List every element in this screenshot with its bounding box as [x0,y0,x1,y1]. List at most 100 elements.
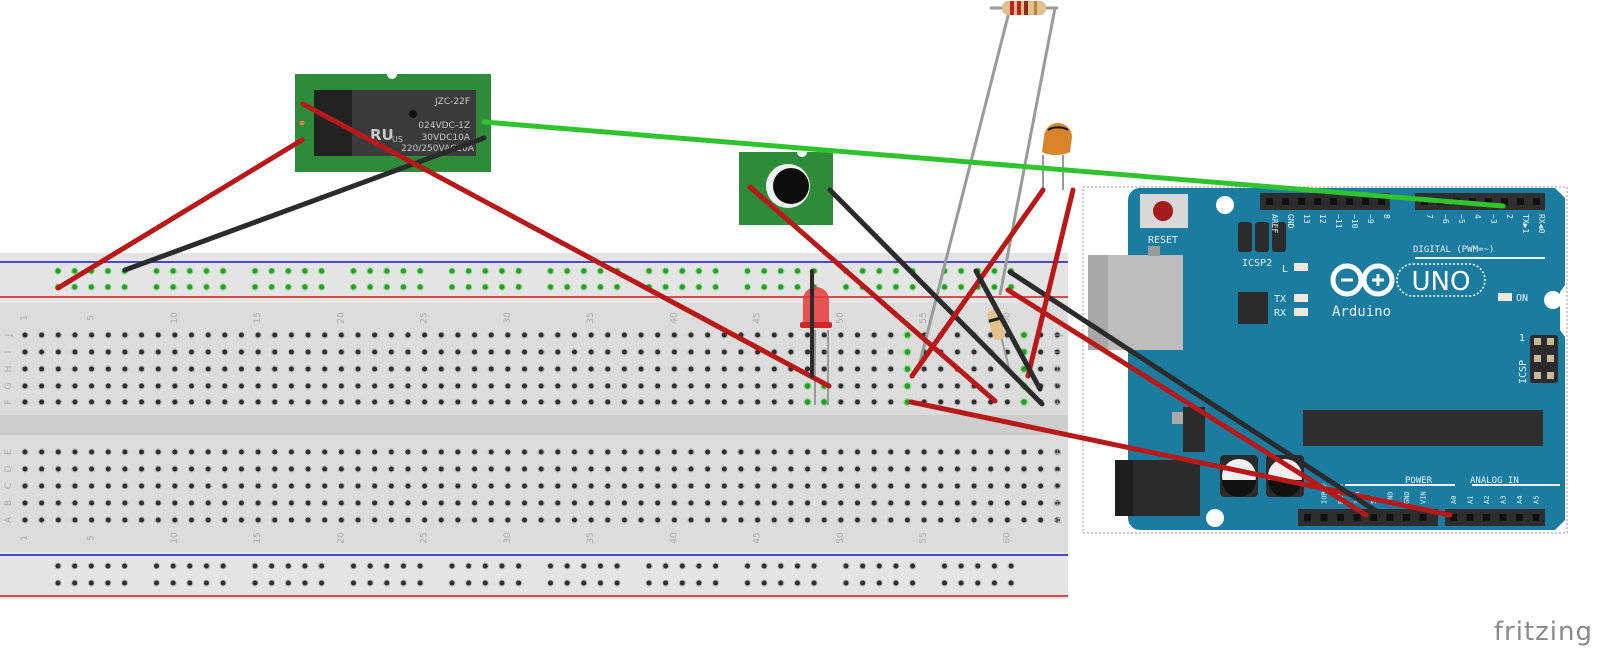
breadboard-hole[interactable] [121,398,129,406]
breadboard-hole[interactable] [953,516,961,524]
breadboard-hole[interactable] [587,448,595,456]
breadboard-hole[interactable] [21,465,29,473]
breadboard-hole[interactable] [903,482,911,490]
wire-relay-to-rail-black[interactable] [122,135,487,273]
breadboard-hole[interactable] [404,482,412,490]
breadboard-hole[interactable] [471,448,479,456]
rail-hole[interactable] [301,283,309,291]
rail-hole[interactable] [662,267,670,275]
breadboard-hole[interactable] [704,365,712,373]
breadboard-hole[interactable] [354,448,362,456]
breadboard-hole[interactable] [287,382,295,390]
breadboard-hole[interactable] [887,382,895,390]
breadboard-hole[interactable] [787,398,795,406]
breadboard-hole[interactable] [254,499,262,507]
breadboard-hole[interactable] [720,499,728,507]
rail-hole[interactable] [760,283,768,291]
breadboard-hole[interactable] [138,499,146,507]
rail-hole[interactable] [596,579,604,587]
breadboard-hole[interactable] [720,348,728,356]
breadboard-hole[interactable] [953,398,961,406]
breadboard-hole[interactable] [920,448,928,456]
breadboard-hole[interactable] [321,365,329,373]
breadboard-hole[interactable] [188,365,195,373]
rail-hole[interactable] [465,579,473,587]
breadboard-hole[interactable] [870,398,878,406]
breadboard-hole[interactable] [21,331,29,339]
breadboard-hole[interactable] [504,382,512,390]
breadboard-hole[interactable] [887,448,895,456]
breadboard-hole[interactable] [953,465,961,473]
breadboard-hole[interactable] [88,499,96,507]
breadboard-hole[interactable] [171,482,179,490]
breadboard-hole[interactable] [937,516,945,524]
breadboard-hole[interactable] [754,499,762,507]
breadboard-hole[interactable] [887,516,895,524]
rail-hole[interactable] [202,562,210,570]
rail-hole[interactable] [580,579,588,587]
rail-hole[interactable] [892,283,900,291]
breadboard-hole[interactable] [421,365,429,373]
breadboard-hole[interactable] [704,331,712,339]
breadboard-hole[interactable] [138,382,146,390]
rail-hole[interactable] [744,267,751,275]
breadboard-hole[interactable] [521,482,528,490]
breadboard-hole[interactable] [670,365,678,373]
breadboard-hole[interactable] [254,331,262,339]
breadboard-hole[interactable] [304,448,312,456]
breadboard-hole[interactable] [304,382,312,390]
breadboard-hole[interactable] [837,398,845,406]
breadboard-hole[interactable] [704,398,712,406]
breadboard-hole[interactable] [221,499,229,507]
breadboard-hole[interactable] [687,365,695,373]
breadboard-hole[interactable] [637,398,645,406]
breadboard-hole[interactable] [237,499,245,507]
rail-hole[interactable] [662,283,670,291]
breadboard-hole[interactable] [704,516,712,524]
breadboard-hole[interactable] [870,448,878,456]
breadboard-hole[interactable] [38,348,46,356]
breadboard-hole[interactable] [121,516,129,524]
breadboard-hole[interactable] [104,499,112,507]
breadboard-hole[interactable] [870,382,878,390]
breadboard-hole[interactable] [371,331,379,339]
rail-hole[interactable] [268,579,276,587]
header-pin[interactable] [1320,514,1328,521]
header-pin[interactable] [1501,198,1508,205]
breadboard-hole[interactable] [354,348,362,356]
wire-rail-to-5v-red[interactable] [1005,287,1369,518]
breadboard-hole[interactable] [1003,465,1011,473]
rail-hole[interactable] [169,579,177,587]
rail-hole[interactable] [71,579,79,587]
breadboard-hole[interactable] [138,448,146,456]
breadboard-hole[interactable] [587,398,595,406]
breadboard-hole[interactable] [521,448,528,456]
breadboard-hole[interactable] [304,348,312,356]
wire-breadboard-to-a0-red[interactable] [908,399,1453,518]
breadboard-hole[interactable] [154,382,162,390]
breadboard-hole[interactable] [454,465,462,473]
breadboard-hole[interactable] [138,516,146,524]
breadboard-hole[interactable] [987,482,995,490]
breadboard-hole[interactable] [537,448,545,456]
breadboard-hole[interactable] [138,331,146,339]
breadboard-hole[interactable] [271,465,279,473]
breadboard-hole[interactable] [188,465,195,473]
breadboard-hole[interactable] [271,448,279,456]
rail-hole[interactable] [744,562,751,570]
breadboard-hole[interactable] [521,516,528,524]
breadboard-hole[interactable] [371,382,379,390]
connected-hole[interactable] [803,398,812,407]
rail-hole[interactable] [957,562,965,570]
breadboard-hole[interactable] [437,365,445,373]
rail-hole[interactable] [481,562,489,570]
breadboard-hole[interactable] [1020,516,1028,524]
breadboard-hole[interactable] [371,465,379,473]
breadboard-hole[interactable] [754,365,762,373]
header-pin[interactable] [1485,198,1492,205]
breadboard-hole[interactable] [687,398,695,406]
breadboard-hole[interactable] [271,499,279,507]
breadboard-hole[interactable] [604,348,612,356]
breadboard-hole[interactable] [387,331,395,339]
breadboard-hole[interactable] [504,365,512,373]
